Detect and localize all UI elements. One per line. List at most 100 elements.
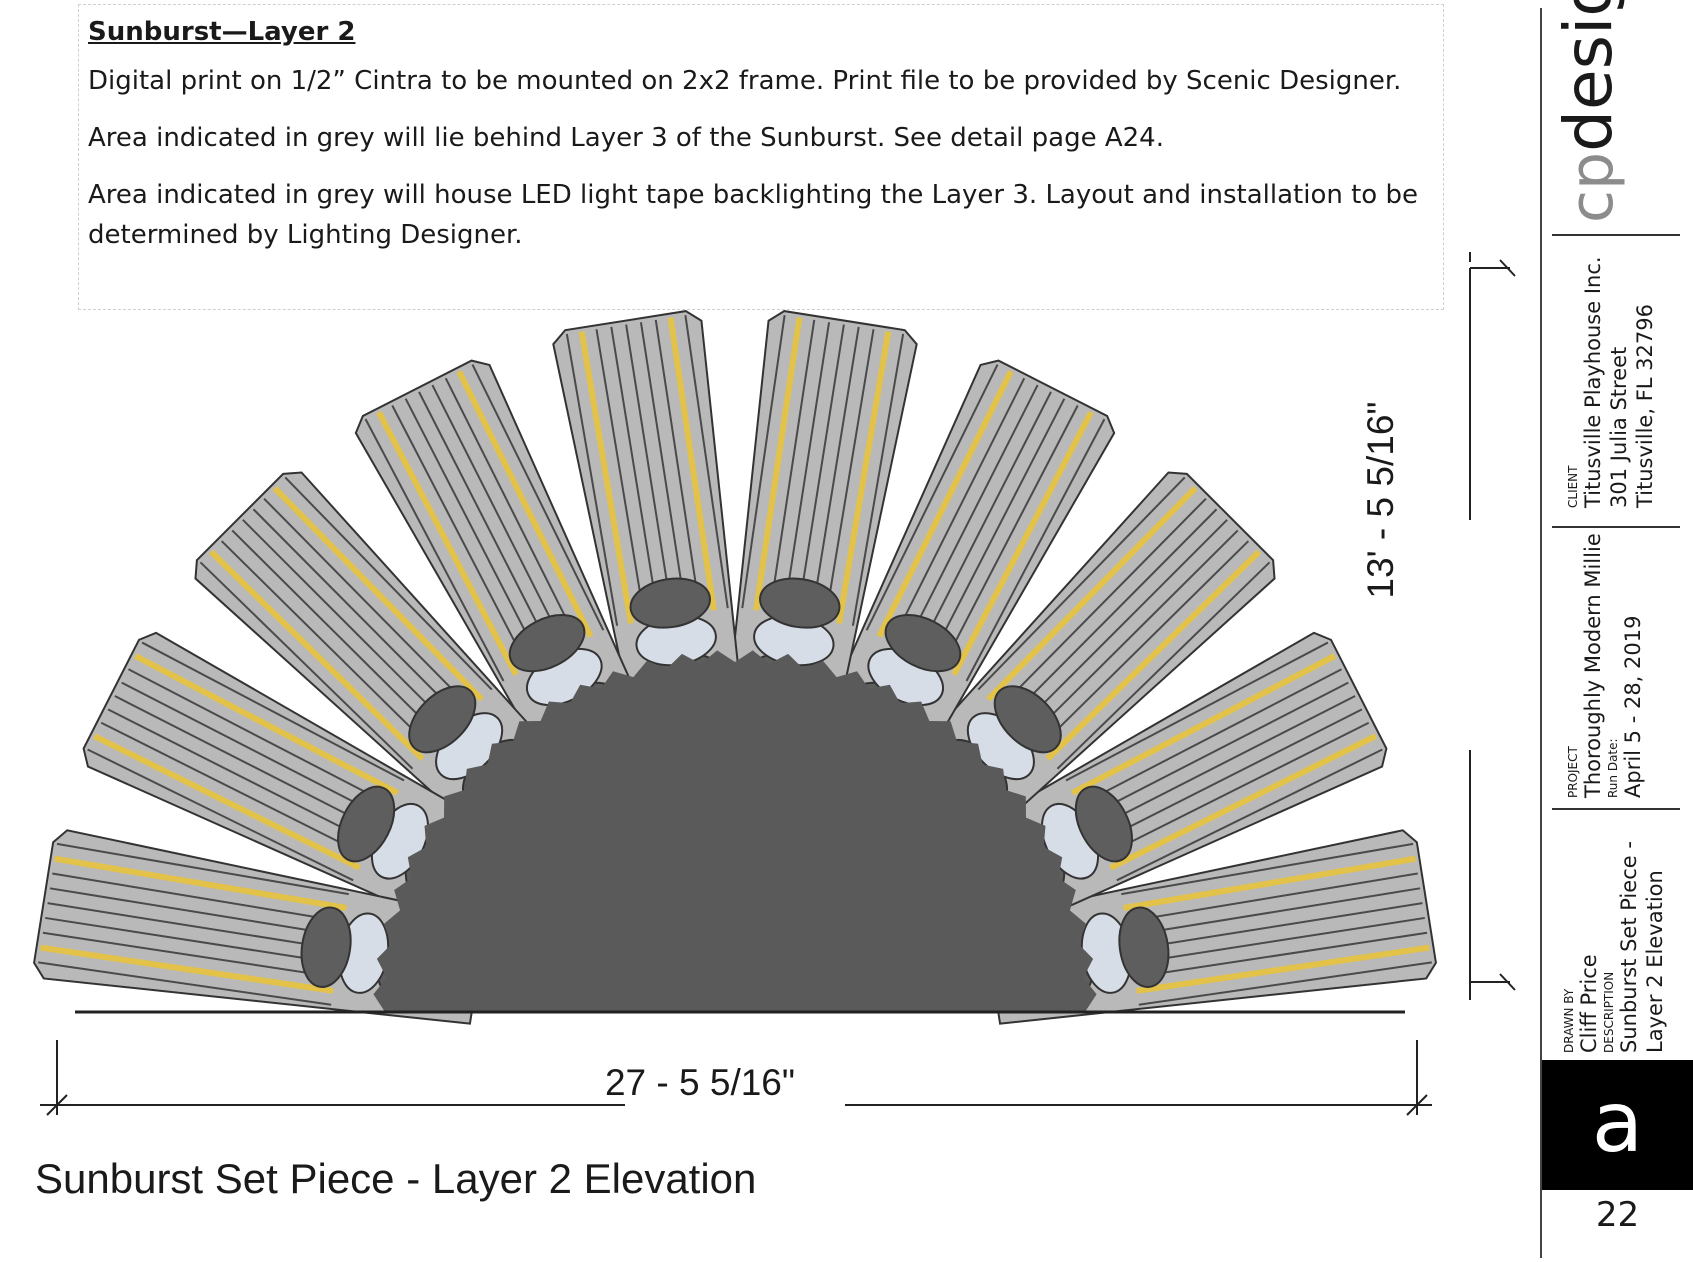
ray-stripe xyxy=(231,529,443,740)
client-street: 301 Julia Street xyxy=(1607,346,1631,508)
drawing-info-section: DRAWN BY Cliff Price DESCRIPTION Sunburs… xyxy=(1562,841,1668,1053)
ray-bulb xyxy=(629,577,711,629)
sheet-letter: a xyxy=(1591,1073,1644,1171)
ray-bulb xyxy=(1074,785,1133,863)
ray-stripe xyxy=(639,322,688,615)
horizontal-dimension xyxy=(40,1040,1432,1116)
ray-stripe xyxy=(977,476,1186,691)
sheet-number: 22 xyxy=(1595,1195,1640,1235)
ray-stripe xyxy=(431,384,567,650)
title-block-divider xyxy=(1552,808,1680,810)
ray-stripe xyxy=(1070,653,1337,796)
ray-stripe xyxy=(741,315,786,609)
ray-stripe xyxy=(1121,842,1414,896)
ray-stripe xyxy=(940,405,1079,669)
ray-stripe xyxy=(47,902,341,951)
ray-stripe xyxy=(121,681,386,819)
ray-stripe xyxy=(1065,641,1329,782)
project-name: Thoroughly Modern Millie xyxy=(1581,533,1605,798)
ray-stripe xyxy=(128,668,392,807)
ray-stripe xyxy=(272,485,484,702)
ray-stripe xyxy=(1078,668,1342,807)
client-name: Titusville Playhouse Inc. xyxy=(1581,256,1605,508)
ray-bulb xyxy=(884,614,962,673)
ray-stripe xyxy=(199,561,414,770)
ray-stripe xyxy=(133,653,400,796)
ray-stripe xyxy=(49,887,343,937)
sheet-letter-box: a xyxy=(1542,1060,1693,1190)
sunburst-ray xyxy=(33,829,488,1025)
ray-stripe xyxy=(1090,695,1356,832)
ray-stripe xyxy=(208,549,425,761)
ray-bulb xyxy=(993,685,1062,754)
ray-stripe xyxy=(768,319,816,613)
ray-stripe xyxy=(915,391,1052,657)
ray-stripe xyxy=(753,317,803,611)
ray-stripe xyxy=(1132,916,1425,965)
ray-stripe xyxy=(684,315,729,609)
ray-stripe xyxy=(252,508,463,720)
ray-stripe xyxy=(40,944,334,994)
ray-stripe xyxy=(565,333,619,626)
ray-stripe xyxy=(1027,529,1239,740)
ray-stripe xyxy=(824,329,875,622)
ray-stripe xyxy=(376,410,519,677)
ray-stripe xyxy=(1103,721,1370,857)
ray-stripe xyxy=(796,324,845,618)
ray-stripe xyxy=(876,370,1014,638)
ray-bulb xyxy=(508,614,586,673)
ray-stripe xyxy=(1129,902,1423,951)
ray-stripe xyxy=(1116,748,1383,882)
ray-stripe xyxy=(141,641,405,782)
note-line: Area indicated in grey will house LED li… xyxy=(88,180,1418,250)
ray-stripe xyxy=(1138,961,1432,1006)
general-notes: Sunburst—Layer 2 Digital print on 1/2” C… xyxy=(78,4,1444,310)
ray-stripe xyxy=(404,398,542,663)
client-label: CLIENT xyxy=(1566,465,1580,509)
ray-stripe xyxy=(578,331,634,624)
company-logo: cpdesign xyxy=(1550,0,1627,223)
ray-stripe xyxy=(100,721,367,857)
width-dimension-label: 27 - 5 5/16" xyxy=(560,1062,840,1104)
ray-stripe xyxy=(1125,872,1418,923)
drawing-title: Sunburst Set Piece - Layer 2 Elevation xyxy=(35,1155,757,1202)
drawn-by-label: DRAWN BY xyxy=(1562,988,1576,1053)
ray-stripe xyxy=(1127,887,1421,937)
ray-stripe xyxy=(1109,733,1377,871)
ray-stripe xyxy=(364,418,505,682)
ray-stripe xyxy=(42,931,336,979)
ray-stripe xyxy=(1123,855,1416,911)
ray-stripe xyxy=(220,540,434,750)
logo-design: design xyxy=(1550,0,1627,152)
ray-stripe xyxy=(625,324,674,618)
ray-stripe xyxy=(1017,519,1228,730)
ray-stripe xyxy=(471,364,605,631)
project-label: PROJECT xyxy=(1566,746,1580,798)
ray-stripe xyxy=(610,326,660,620)
height-dimension-label: 13' - 5 5/16" xyxy=(1360,340,1402,660)
logo-cp: cp xyxy=(1557,151,1627,223)
ray-stripe xyxy=(1134,931,1428,979)
ray-stripe xyxy=(1007,508,1218,720)
ray-stripe xyxy=(654,319,702,613)
ray-stripe xyxy=(851,333,905,626)
ray-stripe xyxy=(1097,708,1363,844)
ray-stripe xyxy=(54,855,347,911)
ray-stripe xyxy=(87,748,354,882)
ray-stripe xyxy=(391,405,530,669)
ray-stripe xyxy=(903,384,1039,650)
ray-stripe xyxy=(1136,944,1430,994)
ray-stripe xyxy=(93,733,361,871)
ray-stripe xyxy=(965,418,1106,682)
title-block: cpdesign CLIENT Titusville Playhouse Inc… xyxy=(1540,0,1691,1258)
ray-stripe xyxy=(951,410,1094,677)
ray-stripe xyxy=(1045,549,1262,761)
ray-stripe xyxy=(667,317,717,611)
ray-stripe xyxy=(242,519,453,730)
ray-stripe xyxy=(782,322,831,615)
ray-stripe xyxy=(444,377,580,644)
ray-stripe xyxy=(928,398,1066,663)
ray-bulb xyxy=(759,577,841,629)
ray-stripe xyxy=(1036,540,1250,750)
